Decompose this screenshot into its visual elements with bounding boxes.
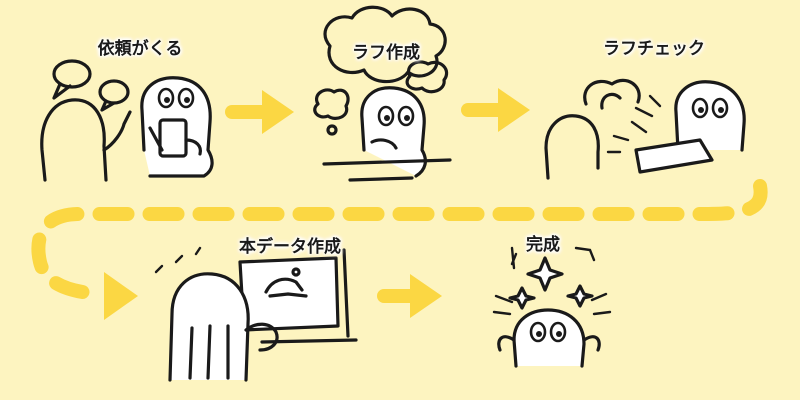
arrow-dashed-return	[31, 179, 768, 320]
step1-label: 依頼がくる	[97, 39, 183, 59]
client-person-icon	[40, 98, 132, 182]
step3-label: ラフチェック	[603, 39, 705, 59]
speech-bubble-icon	[52, 59, 130, 112]
step2-illustration	[313, 5, 452, 182]
step1-illustration	[40, 59, 214, 182]
emphasis-lines-icon	[606, 94, 662, 154]
character-at-computer-icon	[168, 272, 279, 382]
step3-illustration	[544, 78, 746, 180]
arrow-step1-to-step2	[225, 90, 294, 134]
people-group-icon	[544, 78, 641, 180]
burst-lines-icon	[492, 246, 612, 316]
arrow-step4-to-step5	[377, 274, 442, 318]
character-drawing-icon	[322, 86, 452, 182]
monitor-icon	[238, 248, 358, 344]
step5-illustration	[492, 246, 612, 368]
sweat-marks-icon	[154, 246, 202, 274]
step4-label: 本データ作成	[239, 237, 341, 257]
step4-illustration	[154, 246, 358, 382]
character-presenting-icon	[634, 80, 746, 174]
character-with-notepad-icon	[140, 76, 214, 178]
arrow-step2-to-step3	[461, 88, 530, 132]
happy-character-icon	[497, 308, 601, 368]
step2-label: ラフ作成	[352, 43, 420, 63]
thought-cloud-icon	[313, 5, 449, 136]
step5-label: 完成	[526, 235, 560, 255]
sparkle-icon	[508, 256, 594, 310]
